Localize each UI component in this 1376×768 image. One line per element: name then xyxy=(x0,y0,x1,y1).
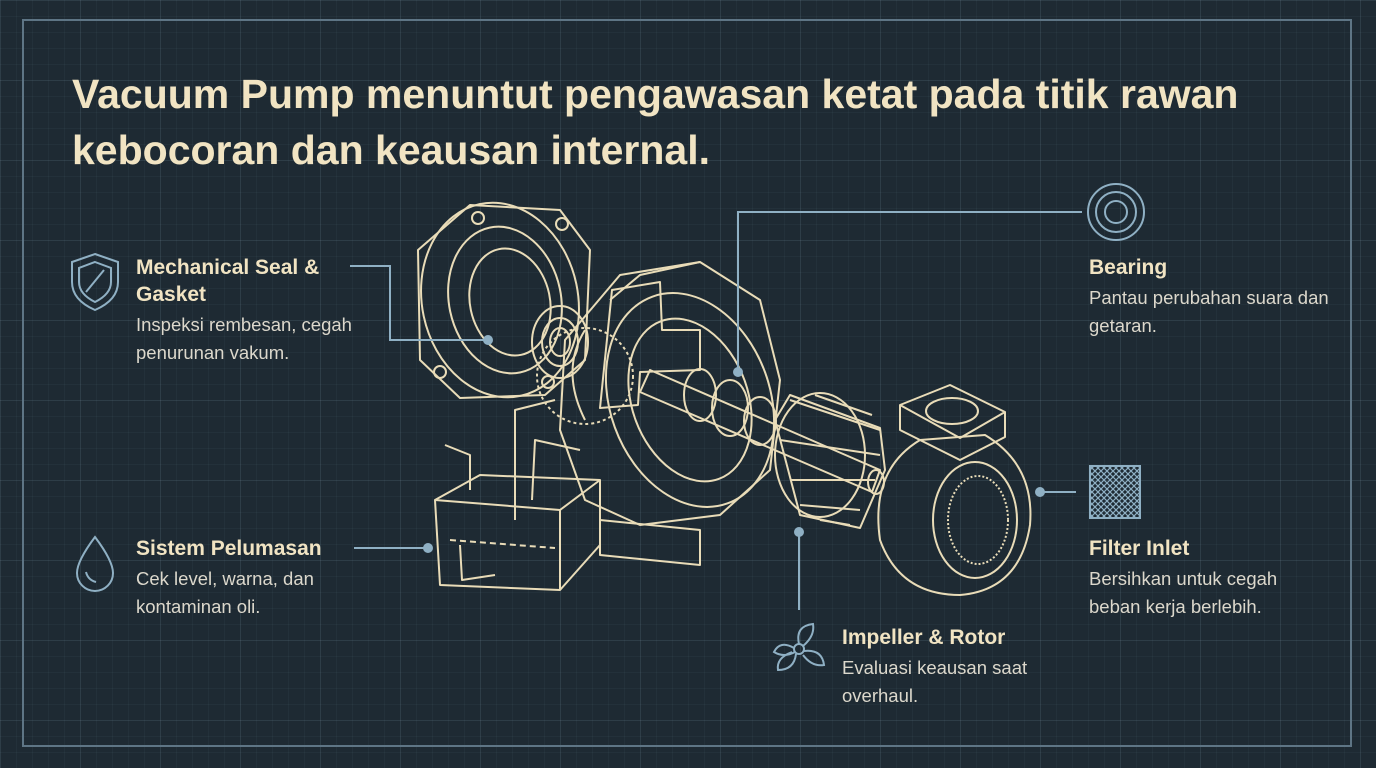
pump-shaft xyxy=(639,368,885,495)
lube-desc: Cek level, warna, dan kontaminan oli. xyxy=(136,568,314,617)
bearing-icon xyxy=(1087,183,1145,241)
lube-title: Sistem Pelumasan xyxy=(136,537,322,560)
seal-callout: Mechanical Seal & Gasket Inspeksi rembes… xyxy=(136,254,376,367)
volute-casing xyxy=(877,384,1032,596)
end-cover xyxy=(417,201,591,399)
shield-icon xyxy=(71,252,119,312)
lube-callout: Sistem Pelumasan Cek level, warna, dan k… xyxy=(136,535,366,621)
pump-housing xyxy=(536,261,781,566)
seal-desc: Inspeksi rembesan, cegah penurunan vakum… xyxy=(136,314,352,363)
filter-callout: Filter Inlet Bersihkan untuk cegah beban… xyxy=(1089,535,1319,621)
page-title: Vacuum Pump menuntut pengawasan ketat pa… xyxy=(72,71,1239,173)
impeller-title: Impeller & Rotor xyxy=(842,626,1006,649)
filter-desc: Bersihkan untuk cegah beban kerja berleb… xyxy=(1089,568,1278,617)
bearing-callout: Bearing Pantau perubahan suara dan getar… xyxy=(1089,254,1329,340)
impeller xyxy=(774,392,886,529)
bearing-desc: Pantau perubahan suara dan getaran. xyxy=(1089,287,1329,336)
seal-title: Mechanical Seal & Gasket xyxy=(136,256,320,306)
droplet-icon xyxy=(75,535,115,592)
seal-leader-line xyxy=(350,265,488,341)
impeller-desc: Evaluasi keausan saat overhaul. xyxy=(842,657,1028,706)
bearing-title: Bearing xyxy=(1089,256,1168,279)
filter-title: Filter Inlet xyxy=(1089,537,1190,560)
bearing-leader-line xyxy=(737,211,1082,372)
oil-reservoir xyxy=(434,399,601,591)
blueprint-frame xyxy=(22,19,1352,747)
impeller-callout: Impeller & Rotor Evaluasi keausan saat o… xyxy=(842,624,1072,710)
fan-icon xyxy=(772,622,826,672)
mesh-icon xyxy=(1089,465,1141,519)
